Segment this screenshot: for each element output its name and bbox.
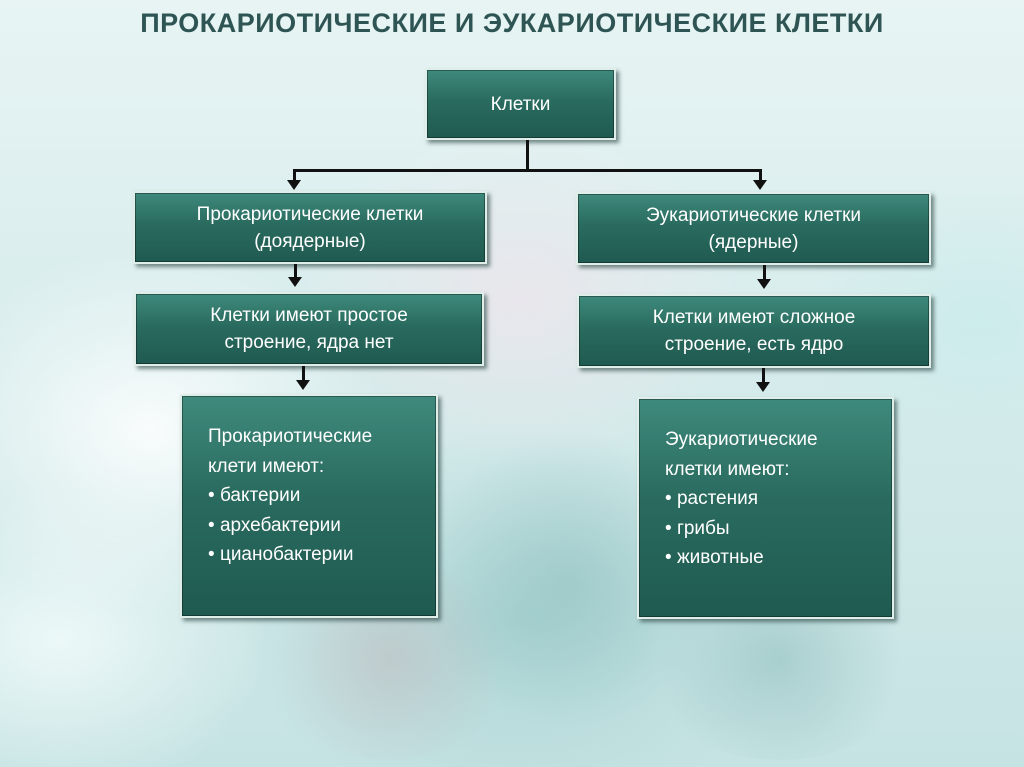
arrow-to-eukaryotic-list (756, 382, 770, 392)
arrow-to-prokaryotic (287, 180, 301, 190)
root-label: Клетки (490, 93, 551, 115)
prokaryotic-list-title-line2: клети имеют: (208, 455, 325, 477)
eukaryotic-structure-line2: строение, есть ядро (664, 334, 844, 355)
prokaryotic-structure-line2: строение, ядра нет (224, 332, 394, 353)
arrow-to-prokaryotic-structure (288, 277, 302, 287)
eukaryotic-list-title-line2: клетки имеют: (665, 458, 790, 480)
list-item-text: грибы (676, 517, 730, 539)
list-item-text: цианобактерии (219, 544, 354, 565)
arrow-to-eukaryotic (753, 180, 767, 190)
connector-root-horizontal (293, 169, 762, 172)
connector-right-drop (759, 169, 762, 181)
arrow-to-eukaryotic-structure (757, 279, 771, 289)
list-item-text: бактерии (219, 485, 301, 506)
connector-left-drop (293, 169, 296, 181)
list-item: архебактерии (208, 511, 436, 541)
arrow-to-prokaryotic-list (296, 380, 310, 390)
connector-left-2 (302, 366, 305, 381)
eukaryotic-structure-line1: Клетки имеют сложное (652, 307, 856, 328)
eukaryotic-list-title-line1: Эукариотические (665, 429, 818, 450)
list-item: бактерии (208, 481, 436, 511)
eukaryotic-type-box: Эукариотические клетки (ядерные) (576, 192, 931, 265)
prokaryotic-list-title-line1: Прокариотические (208, 426, 373, 447)
eukaryotic-list-box: Эукариотические клетки имеют: растения г… (637, 397, 894, 619)
list-item: грибы (665, 514, 892, 544)
list-item-text: растения (676, 488, 759, 509)
connector-right-1 (763, 265, 766, 280)
list-item: растения (665, 484, 892, 514)
root-box: Клетки (425, 68, 616, 140)
eukaryotic-structure-box: Клетки имеют сложное строение, есть ядро (577, 294, 931, 368)
connector-right-2 (762, 368, 765, 383)
prokaryotic-type-line1: Прокариотические клетки (196, 203, 424, 225)
prokaryotic-type-line2: (доядерные) (254, 230, 366, 252)
prokaryotic-list-box: Прокариотические клети имеют: бактерии а… (180, 394, 438, 618)
list-item-text: архебактерии (219, 514, 341, 536)
page-title: ПРОКАРИОТИЧЕСКИЕ И ЭУКАРИОТИЧЕСКИЕ КЛЕТК… (140, 8, 884, 38)
list-item-text: животные (676, 547, 764, 568)
prokaryotic-structure-box: Клетки имеют простое строение, ядра нет (134, 292, 484, 366)
prokaryotic-structure-line1: Клетки имеют простое (210, 305, 408, 326)
list-item: животные (665, 543, 892, 573)
connector-root-vertical (526, 140, 529, 171)
list-item: цианобактерии (208, 540, 436, 570)
connector-left-1 (294, 264, 297, 278)
eukaryotic-type-line1: Эукариотические клетки (645, 204, 861, 226)
prokaryotic-type-box: Прокариотические клетки (доядерные) (133, 191, 487, 264)
eukaryotic-type-line2: (ядерные) (708, 231, 799, 253)
